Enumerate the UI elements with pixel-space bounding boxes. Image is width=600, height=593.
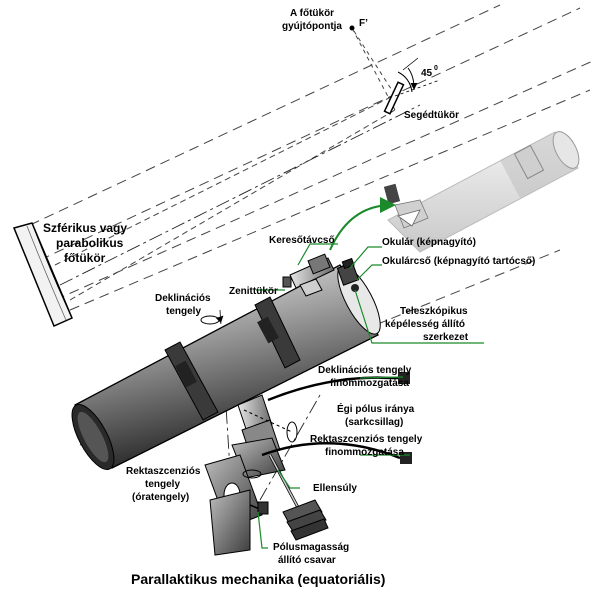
dec-axis-label-line1: Deklinációs: [155, 293, 211, 304]
focuser-label-line1: Teleszkópikus: [400, 306, 468, 317]
dec-fine-label-line1: Deklinációs tengely: [318, 365, 412, 376]
angle-value: 45: [421, 68, 433, 79]
ra-fine-label-line1: Rektaszcenziós tengely: [310, 434, 423, 445]
pole-label-line2: (sarkcsillag): [345, 417, 403, 428]
labels: A főtükör gyújtópontja F’ 45 0 Segédtükö…: [43, 8, 535, 587]
zenith-mirror-label: Zenittükör: [229, 286, 278, 297]
dec-axis-label-line2: tengely: [166, 306, 201, 317]
secondary-mirror-label: Segédtükör: [404, 110, 459, 121]
counterweight: [268, 454, 329, 541]
green-swing-arrow: [329, 197, 396, 251]
primary-mirror-label-line1: Szférikus vagy: [43, 221, 127, 235]
eyepiece-label: Okulár (képnagyító): [382, 237, 476, 248]
counterweight-label: Ellensúly: [313, 483, 357, 494]
ra-fine-label-line2: finommozgatása: [325, 447, 404, 458]
rotation-indicators: [200, 315, 298, 479]
ra-axis-label-line3: (óratengely): [132, 492, 189, 503]
finder-scope: [282, 253, 335, 297]
focus-mark: F’: [359, 18, 368, 29]
eyepiece-tube-label: Okulárcső (képnagyító tartócső): [382, 256, 535, 267]
leader-lines: [256, 243, 484, 549]
primary-mirror: [12, 222, 73, 327]
altitude-screw-label-line2: állító csavar: [278, 555, 336, 566]
primary-mirror-label-line3: főtükör: [64, 251, 106, 265]
diagram-title: Parallaktikus mechanika (equatoriális): [131, 571, 385, 587]
ra-axis-label-line2: tengely: [145, 479, 180, 490]
focuser-label-line3: szerkezet: [423, 332, 469, 343]
finder-label: Keresőtávcső: [269, 235, 335, 246]
ghost-telescope: [383, 131, 580, 253]
ra-axis-label-line1: Rektaszcenziós: [126, 466, 201, 477]
dec-fine-label-line2: finommozgatása: [330, 378, 409, 389]
eyepiece: [336, 257, 360, 292]
primary-mirror-label-line2: parabolikus: [56, 236, 124, 250]
pole-label-line1: Égi pólus iránya: [337, 402, 415, 415]
tube-rings: [164, 296, 301, 421]
focal-point: [349, 25, 355, 31]
focuser-label-line2: képélesség állító: [385, 319, 465, 330]
secondary-mirror: [383, 57, 441, 115]
altitude-screw-label-line1: Pólusmagasság: [273, 542, 349, 553]
angle-marker: [407, 67, 418, 90]
equatorial-mount: [204, 394, 286, 556]
focus-label-line2: gyújtópontja: [282, 21, 342, 32]
angle-degree: 0: [434, 65, 438, 72]
focus-label-line1: A főtükör: [290, 8, 334, 19]
